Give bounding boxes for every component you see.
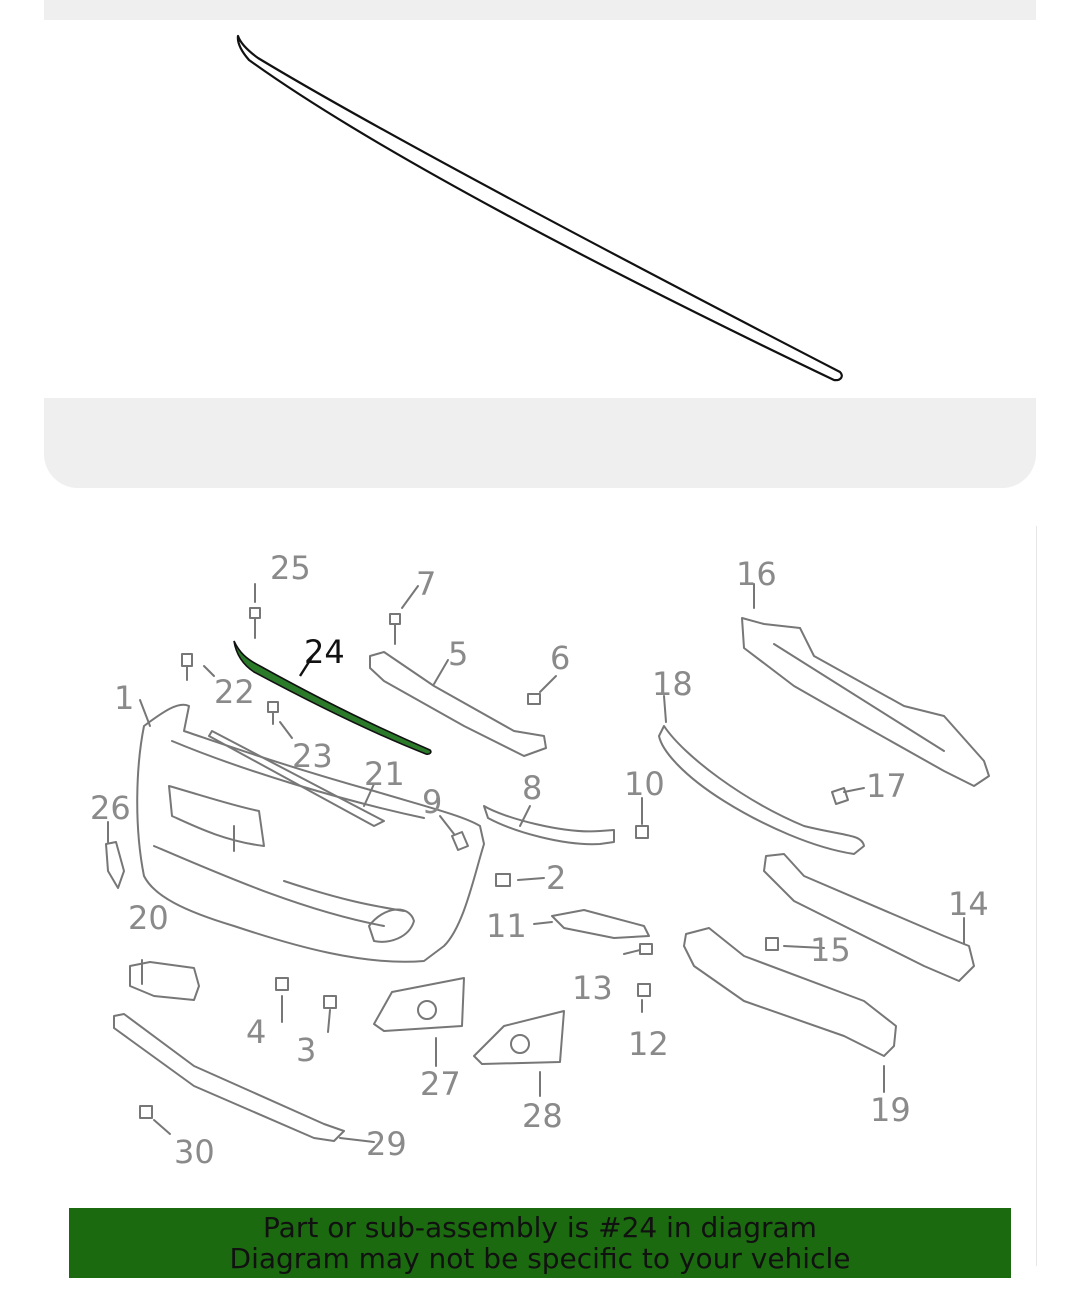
callout-4: 4 [246, 1013, 267, 1051]
callout-25: 25 [270, 549, 311, 587]
top-gray-strip [44, 0, 1036, 20]
callout-5: 5 [448, 635, 469, 673]
callout-11: 11 [486, 907, 527, 945]
callout-28: 28 [522, 1097, 563, 1135]
part-24-highlight [233, 640, 432, 755]
callout-30: 30 [174, 1133, 215, 1171]
callout-13: 13 [572, 969, 613, 1007]
callout-26: 26 [90, 789, 131, 827]
callout-3: 3 [296, 1031, 317, 1069]
callout-2: 2 [546, 859, 567, 897]
callout-10: 10 [624, 765, 665, 803]
diagram-line-art [105, 583, 990, 1143]
callout-1: 1 [114, 679, 135, 717]
banner-line-1: Part or sub-assembly is #24 in diagram [263, 1211, 817, 1244]
part-photo-area [44, 20, 1036, 398]
callout-18: 18 [652, 665, 693, 703]
gray-card-footer [44, 398, 1036, 488]
info-banner: Part or sub-assembly is #24 in diagram D… [69, 1208, 1011, 1278]
callout-27: 27 [420, 1065, 461, 1103]
callout-24: 24 [304, 633, 345, 671]
callout-14: 14 [948, 885, 989, 923]
callout-9: 9 [422, 783, 443, 821]
callout-21: 21 [364, 755, 405, 793]
callout-17: 17 [866, 767, 907, 805]
callout-23: 23 [292, 737, 333, 775]
callout-15: 15 [810, 931, 851, 969]
callout-12: 12 [628, 1025, 669, 1063]
callout-16: 16 [736, 555, 777, 593]
parts-diagram: 25 7 24 5 6 16 18 1 22 23 21 26 9 8 10 1… [44, 526, 1037, 1266]
callout-6: 6 [550, 639, 571, 677]
callout-29: 29 [366, 1125, 407, 1163]
molding-strip-illustration [236, 34, 843, 382]
callout-19: 19 [870, 1091, 911, 1129]
callout-22: 22 [214, 673, 255, 711]
callout-8: 8 [522, 769, 543, 807]
banner-line-2: Diagram may not be specific to your vehi… [229, 1242, 851, 1275]
callout-7: 7 [416, 565, 437, 603]
callout-20: 20 [128, 899, 169, 937]
